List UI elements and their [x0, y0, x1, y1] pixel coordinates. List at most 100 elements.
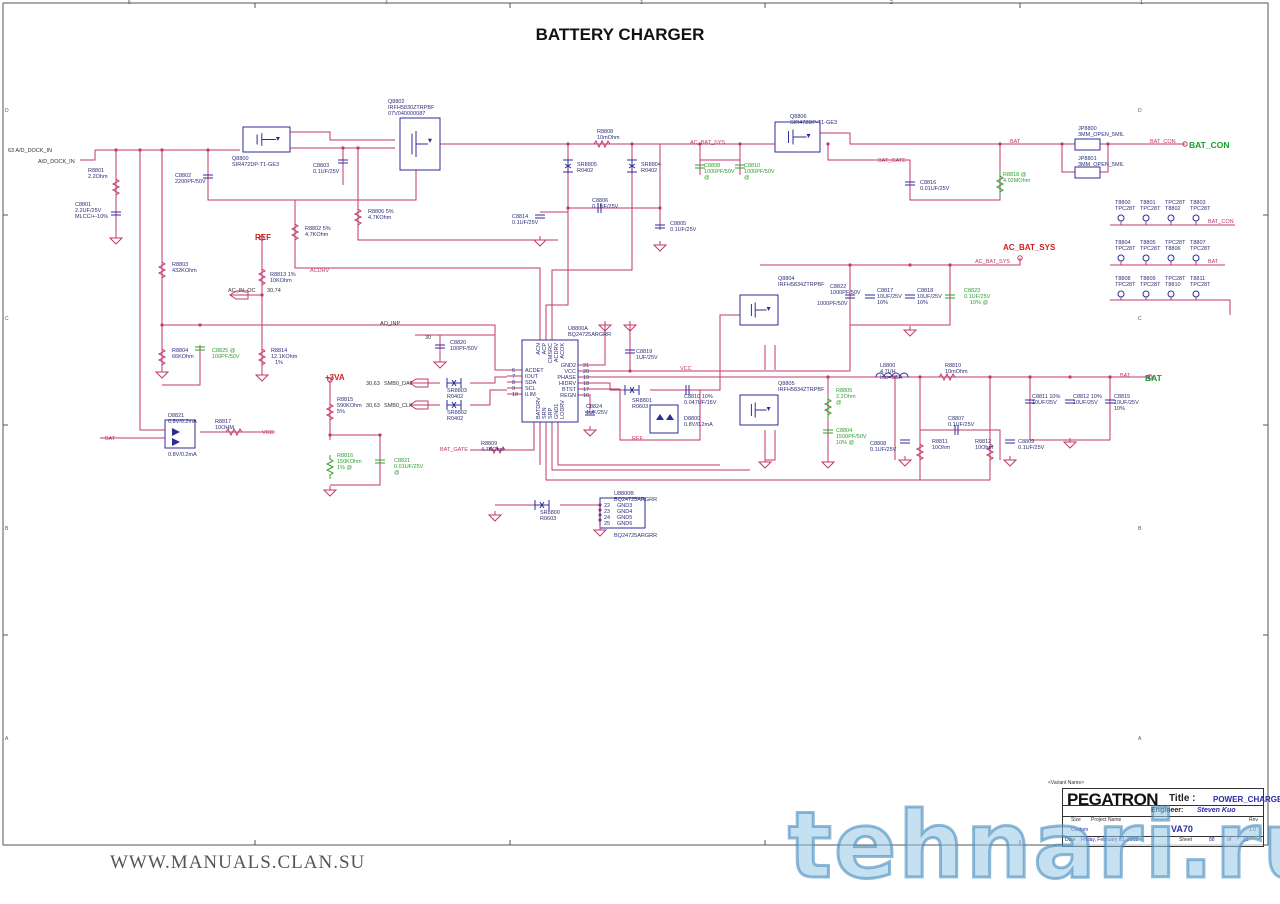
ic-pin-name: ACDRV — [554, 343, 560, 362]
wire — [920, 429, 1001, 460]
ref-c8805: C8805 — [670, 221, 686, 227]
wire — [545, 377, 991, 481]
ground-icon — [592, 526, 608, 537]
value-r8811: 10Ohm — [932, 445, 950, 451]
ref-c8812: C8812 10% — [1073, 394, 1102, 400]
value-r8818: 4.02MOhm — [1003, 178, 1031, 184]
q8805-mosfet — [739, 394, 779, 426]
ic-pin-name: CMSRC — [548, 343, 554, 363]
value-r8816: 150KOhm — [337, 459, 362, 465]
resistor-symbol — [157, 345, 167, 369]
ic-pin-name: SDA — [525, 380, 537, 386]
title-value: POWER_CHARGER — [1213, 795, 1280, 804]
note-l8800: Irat=5.5A — [880, 375, 903, 381]
net-ac-bat-sys-2: AC_BAT_SYS — [975, 259, 1010, 265]
ground-icon — [652, 241, 668, 252]
value-c8820: 100PF/50V — [450, 346, 478, 352]
value-c8817: 10UF/25V — [877, 294, 902, 300]
value-r8812: 10Ohm — [975, 445, 993, 451]
value-r8806: 4.7KOhm — [368, 215, 392, 221]
ref-r8812: R8812 — [975, 439, 991, 445]
value-c8804: 1500PF/50V — [836, 434, 867, 440]
value-c8805: 0.1UF/25V — [670, 227, 697, 233]
value-c8802: 2200PF/50V — [175, 179, 206, 185]
test-point-type: TPC28T — [1115, 282, 1136, 288]
wire — [551, 422, 750, 471]
inductor-symbol — [875, 372, 909, 378]
note-c8823: 10% @ — [970, 300, 989, 306]
ref-q8805: Q8805 — [778, 381, 795, 387]
labels: T8800TPC28TT8801TPC28TTPC28TT8802T8803TP… — [8, 99, 1234, 539]
net-bat: BAT — [105, 436, 116, 442]
ref-r8801: R8801 — [88, 168, 104, 174]
value-c8811: 10UF/25V — [1032, 400, 1057, 406]
note-r8815: 5% — [337, 409, 345, 415]
ref-c8806: C8806 — [592, 198, 608, 204]
zone-column-label: 4 — [385, 0, 388, 6]
net-bat-con: BAT_CON — [1150, 139, 1176, 145]
net-ref: REF — [632, 436, 644, 442]
value-r8804: 66KOhm — [172, 354, 194, 360]
resistor-symbol — [157, 258, 167, 282]
label: 0.8V/0.2mA — [168, 452, 197, 458]
ic-pin-number: 23 — [604, 509, 610, 515]
date-value: Friday, February 03, 2012 — [1081, 837, 1139, 843]
ic-pin-number: 21 — [583, 363, 589, 369]
wire — [295, 170, 417, 201]
wire — [578, 394, 591, 410]
wire — [630, 258, 1021, 372]
test-point — [1192, 290, 1200, 298]
value-q8805: IRFH5834ZTRPBF — [778, 387, 825, 393]
test-point-ref: T8809 — [1140, 276, 1156, 282]
junction — [260, 293, 264, 297]
wire — [294, 200, 541, 340]
border — [2, 2, 1269, 846]
ground-icon — [597, 321, 613, 332]
watermark-site: WWW.MANUALS.CLAN.SU — [110, 852, 366, 873]
zone-row-label: B — [1138, 526, 1142, 532]
ref-sr8801: SR8801 — [632, 398, 652, 404]
net-bat-3: BAT — [1208, 259, 1219, 265]
ic-pin-number: 24 — [604, 515, 610, 521]
zone-column-label: 5 — [128, 0, 131, 6]
test-point-type: TPC28T — [1190, 206, 1211, 212]
ac-bat-sys-power-label: AC_BAT_SYS — [1003, 243, 1056, 252]
junction — [848, 263, 852, 267]
ref-c8807: C8807 — [948, 416, 964, 422]
ref-u8800a: U8800A — [568, 326, 588, 332]
value-r8803: 432KOhm — [172, 268, 197, 274]
value-c8816: 0.01UF/25V — [920, 186, 950, 192]
test-point — [1117, 214, 1125, 222]
of-label: of — [1227, 837, 1232, 843]
ic-pin-name: ACN — [536, 343, 542, 355]
resistor-symbol — [590, 139, 614, 149]
zone-row-label: B — [5, 526, 9, 532]
note-r8816: 1% @ — [337, 465, 352, 471]
zone-column-label: 1 — [1140, 0, 1143, 6]
value-c8807: 0.1UF/25V — [948, 422, 975, 428]
ground-icon — [902, 326, 918, 337]
short-pad-symbol — [446, 378, 462, 388]
ic-pin-name: GND4 — [617, 509, 632, 515]
ground-icon — [1062, 438, 1078, 449]
wire — [162, 324, 507, 371]
resistor-symbol — [353, 205, 363, 229]
value-r8817: 10OHM — [215, 425, 234, 431]
junction — [893, 375, 897, 379]
ic-pin-name: REGN — [560, 393, 576, 399]
page-title: BATTERY CHARGER — [536, 25, 705, 44]
junction — [988, 375, 992, 379]
value-sr8804: R0402 — [641, 168, 657, 174]
ref-c8818: C8818 — [917, 288, 933, 294]
test-point-type: TPC28T — [1190, 246, 1211, 252]
value-c8823: 0.1UF/25V — [964, 294, 991, 300]
junction — [566, 206, 570, 210]
ao-inp-pages: 30 — [425, 335, 431, 341]
ref-q8806: Q8806 — [790, 114, 807, 120]
ref-c8822: C8822 — [830, 284, 846, 290]
note-r8814: 1% — [275, 360, 283, 366]
value-q8802: IRFH5830ZTRPBF — [388, 105, 435, 111]
ref-r8811: R8811 — [932, 439, 948, 445]
test-point-type: TPC28T — [1140, 246, 1161, 252]
engineer-label: Engineer: — [1151, 807, 1184, 814]
